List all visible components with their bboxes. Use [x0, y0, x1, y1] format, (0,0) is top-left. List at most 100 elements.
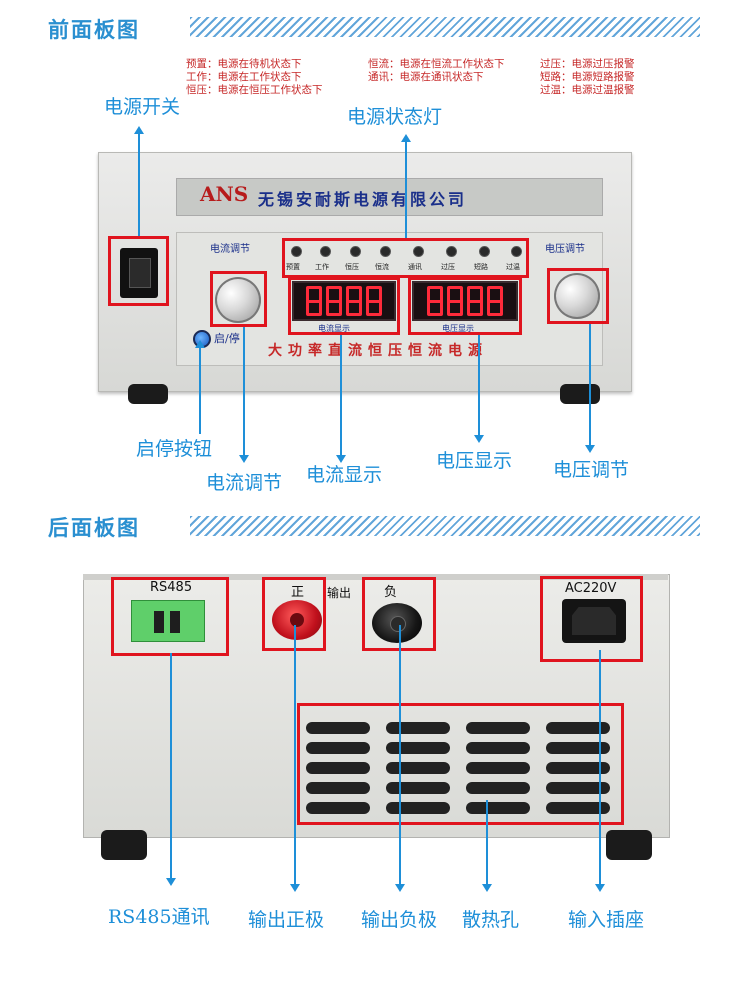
legend-column-1: 预置：电源在待机状态下 工作：电源在工作状态下 恒压：电源在恒压工作状态下 [186, 58, 323, 97]
led-label: 工作 [315, 263, 329, 271]
callout-output-positive: 输出正极 [248, 909, 325, 931]
vent-slot [386, 802, 450, 814]
output-positive-terminal[interactable] [272, 600, 322, 640]
output-negative-terminal[interactable] [372, 603, 422, 643]
device-foot [101, 830, 147, 860]
status-led [380, 246, 391, 257]
current-display [292, 281, 396, 321]
vent-slot [386, 742, 450, 754]
rs485-port-label: RS485 [150, 580, 193, 595]
current-adjust-knob[interactable] [215, 277, 261, 323]
callout-vents: 散热孔 [462, 909, 520, 931]
product-name: 大功率直流恒压恒流电源 [268, 343, 488, 359]
arrow-status-lights [405, 136, 407, 238]
vent-slot [466, 722, 530, 734]
highlight-ac-socket [540, 576, 643, 662]
status-led [320, 246, 331, 257]
arrow-vents [486, 800, 488, 884]
device-foot [128, 384, 168, 404]
callout-rs485: RS485通讯 [108, 906, 210, 928]
current-display-caption: 电流显示 [318, 324, 350, 333]
vent-slot [306, 782, 370, 794]
device-foot [606, 830, 652, 860]
vent-slot [546, 762, 610, 774]
arrow-current-display [340, 335, 342, 455]
company-name: 无锡安耐斯电源有限公司 [258, 190, 468, 209]
start-stop-caption: 启/停 [214, 332, 240, 345]
vent-slot [386, 762, 450, 774]
callout-ac-socket: 输入插座 [568, 909, 645, 931]
display-digit [467, 286, 483, 316]
arrow-head [585, 445, 595, 453]
vent-slot [306, 762, 370, 774]
display-digit [326, 286, 342, 316]
ac-input-socket[interactable] [562, 599, 626, 643]
terminal-hole [390, 616, 406, 632]
status-led [511, 246, 522, 257]
legend-column-2: 恒流：电源在恒流工作状态下 通讯：电源在通讯状态下 [368, 58, 505, 84]
led-label: 过压 [441, 263, 455, 271]
highlight-current-knob [210, 271, 267, 327]
title-hatch-decoration [190, 516, 700, 536]
display-digit [427, 286, 443, 316]
power-switch[interactable] [120, 248, 158, 298]
positive-terminal-label: 正 [291, 585, 305, 600]
negative-terminal-label: 负 [384, 585, 398, 600]
current-adjust-caption: 电流调节 [210, 244, 250, 255]
arrow-power-switch [138, 128, 140, 236]
arrow-output-positive [294, 625, 296, 884]
arrow-head [401, 134, 411, 142]
legend-item: 恒压：电源在恒压工作状态下 [186, 84, 323, 96]
legend-item: 通讯：电源在通讯状态下 [368, 71, 484, 83]
highlight-vents [297, 703, 624, 825]
vent-slot [306, 802, 370, 814]
highlight-voltage-knob [547, 268, 609, 324]
brand-strip [176, 178, 603, 216]
status-led [413, 246, 424, 257]
display-digit [487, 286, 503, 316]
led-label: 恒流 [375, 263, 389, 271]
vent-slot [386, 722, 450, 734]
vent-slot [306, 742, 370, 754]
arrow-head [595, 884, 605, 892]
highlight-current-display [288, 277, 400, 335]
vent-slot [466, 802, 530, 814]
arrow-head [195, 340, 205, 348]
terminal-hole [290, 613, 304, 627]
callout-status-lights: 电源状态灯 [347, 106, 443, 128]
vent-slot [386, 782, 450, 794]
voltage-adjust-knob[interactable] [554, 273, 600, 319]
arrow-output-negative [399, 625, 401, 884]
legend-item: 恒流：电源在恒流工作状态下 [368, 58, 505, 70]
callout-voltage-display: 电压显示 [436, 450, 513, 472]
callout-output-negative: 输出负极 [361, 909, 438, 931]
arrow-start-stop [199, 344, 201, 434]
highlight-power-switch [108, 236, 169, 306]
led-label: 过温 [506, 263, 520, 271]
status-led [350, 246, 361, 257]
arrow-head [166, 878, 176, 886]
voltage-adjust-caption: 电压调节 [545, 244, 585, 255]
status-led [446, 246, 457, 257]
display-digit [306, 286, 322, 316]
vent-slot [466, 782, 530, 794]
callout-voltage-adjust: 电压调节 [553, 459, 630, 481]
arrow-head [239, 455, 249, 463]
rs485-terminal-block[interactable] [131, 600, 205, 642]
arrow-head [134, 126, 144, 134]
vent-slot [546, 742, 610, 754]
legend-item: 过温：电源过温报警 [540, 84, 635, 96]
callout-current-display: 电流显示 [306, 464, 383, 486]
led-label: 短路 [474, 263, 488, 271]
front-panel-title: 前面板图 [48, 18, 140, 42]
led-label: 预置 [286, 263, 300, 271]
output-label: 输出 [327, 586, 352, 600]
arrow-voltage-display [478, 335, 480, 435]
voltage-display-caption: 电压显示 [442, 324, 474, 333]
vent-slot [466, 742, 530, 754]
arrow-current-adjust [243, 327, 245, 455]
terminal-slot [170, 611, 180, 633]
title-hatch-decoration [190, 17, 700, 37]
arrow-head [474, 435, 484, 443]
legend-item: 过压：电源过压报警 [540, 58, 635, 70]
